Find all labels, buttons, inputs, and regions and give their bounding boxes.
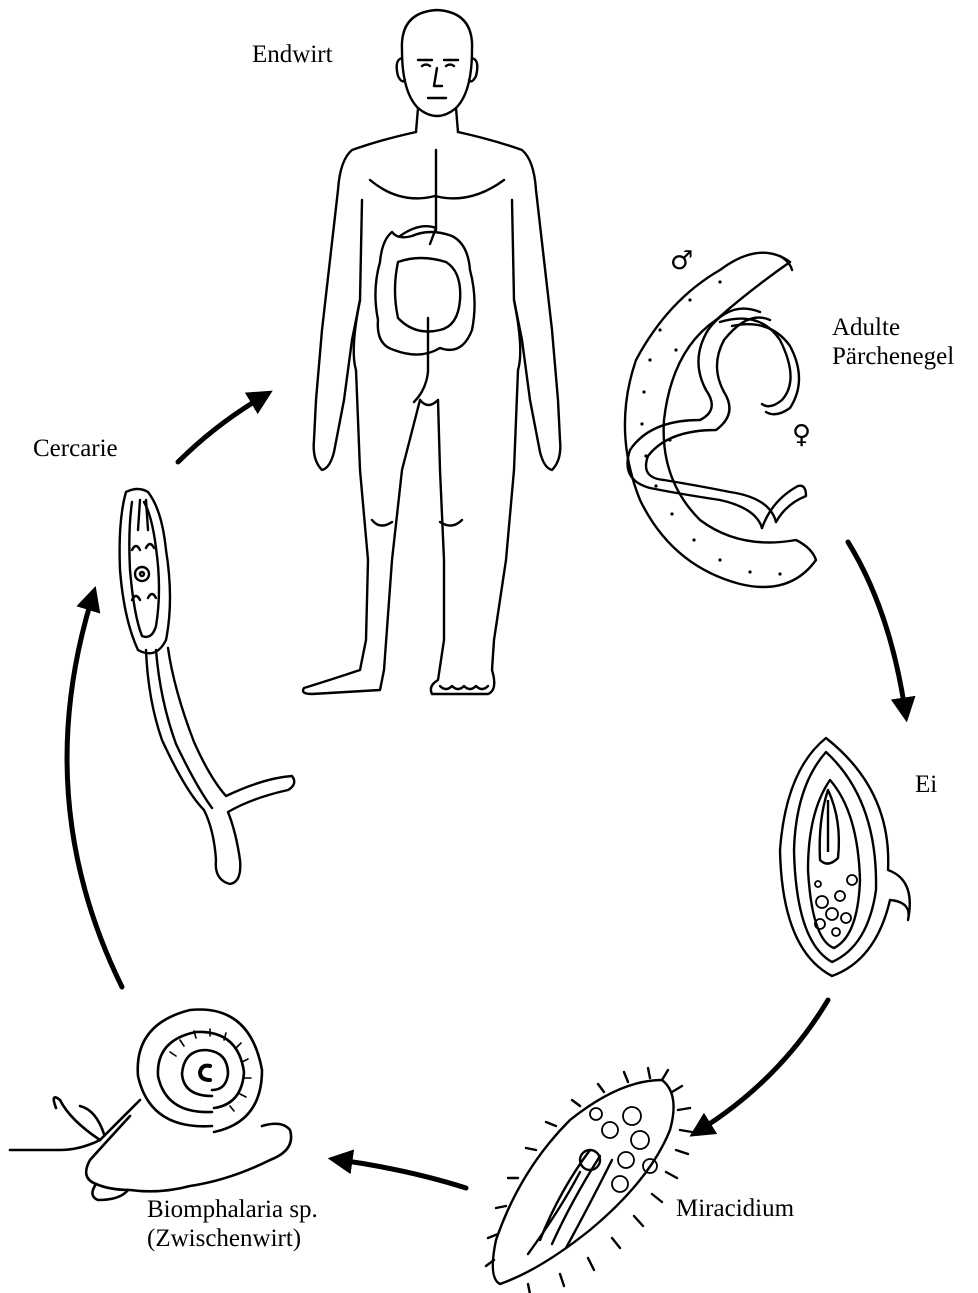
cercaria-figure: [120, 489, 295, 884]
arrow-miracidium-to-snail: [340, 1160, 466, 1188]
label-adulte-paerchenegel: Adulte Pärchenegel: [832, 313, 954, 371]
arrow-egg-to-miracidium: [700, 1000, 828, 1130]
arrow-snail-to-cercarie: [67, 598, 122, 987]
egg-figure: [780, 738, 910, 976]
label-biomphalaria-zwischenwirt: Biomphalaria sp. (Zwischenwirt): [147, 1195, 318, 1253]
label-ei: Ei: [915, 770, 937, 800]
snail-figure: [10, 1010, 291, 1201]
male-symbol-icon: ♂: [670, 248, 693, 274]
label-cercarie: Cercarie: [33, 434, 118, 464]
label-zwischenwirt-line2: (Zwischenwirt): [147, 1224, 318, 1253]
adult-worm-pair-figure: [625, 253, 816, 587]
label-biomphalaria-line1: Biomphalaria sp.: [147, 1195, 318, 1224]
label-endwirt: Endwirt: [252, 40, 333, 70]
label-adulte-line1: Adulte: [832, 313, 954, 342]
arrow-cercarie-to-endwirt: [178, 397, 262, 462]
female-symbol-icon: ♀: [792, 422, 811, 448]
miracidium-figure: [486, 1068, 692, 1293]
label-adulte-line2: Pärchenegel: [832, 342, 954, 371]
human-host-figure: [303, 10, 560, 694]
arrow-adult-to-egg: [848, 542, 905, 710]
label-miracidium: Miracidium: [676, 1194, 794, 1224]
